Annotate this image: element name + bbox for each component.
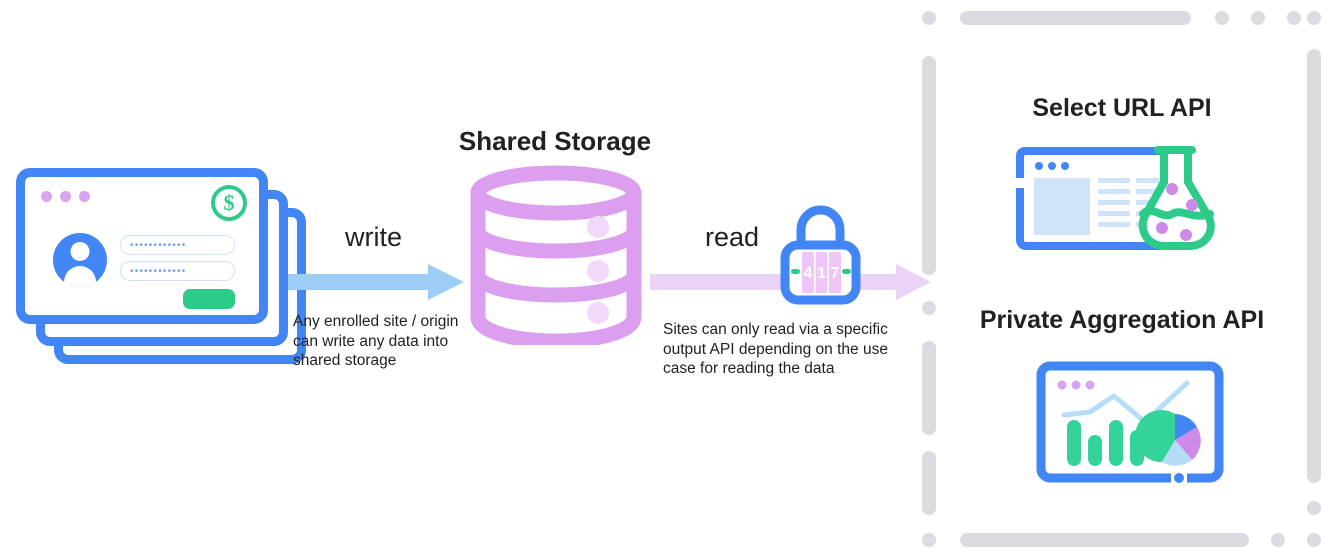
dollar-icon: $ — [211, 185, 247, 221]
dollar-glyph: $ — [223, 190, 235, 215]
output-apis-panel: Select URL API — [922, 8, 1322, 548]
browser-window-front: $ •••••••••••• •••••••••••• — [16, 168, 268, 324]
lock-digit-2: 1 — [817, 265, 826, 282]
lock-icon: 4 1 7 — [778, 200, 863, 305]
avatar-head — [70, 242, 90, 261]
private-aggregation-api-title: Private Aggregation API — [979, 306, 1265, 334]
avatar-body — [64, 266, 96, 287]
shared-storage-title: Shared Storage — [458, 126, 652, 156]
window-dot-icon — [41, 191, 52, 202]
lock-digit-3: 7 — [831, 265, 840, 282]
read-caption: Sites can only read via a specific outpu… — [663, 321, 888, 377]
username-field[interactable]: •••••••••••• — [120, 235, 235, 255]
password-field[interactable]: •••••••••••• — [120, 261, 235, 281]
read-label: read — [705, 222, 760, 252]
window-notch — [7, 230, 16, 246]
lock-digit-1: 4 — [804, 265, 813, 282]
browser-window-stack: $ •••••••••••• •••••••••••• — [7, 168, 306, 368]
write-arrow-icon — [288, 264, 464, 300]
browser-flask-icon — [1010, 142, 1225, 262]
window-dot-icon — [79, 191, 90, 202]
submit-button[interactable] — [183, 289, 235, 309]
window-dot-icon — [60, 191, 71, 202]
select-url-api-title: Select URL API — [1032, 94, 1212, 122]
browser-chart-icon — [1035, 360, 1225, 490]
write-caption: Any enrolled site / origin can write any… — [293, 313, 459, 369]
shared-storage-cylinder-icon — [470, 165, 642, 345]
avatar — [53, 233, 107, 287]
write-label: write — [345, 222, 403, 252]
window-dots — [41, 191, 90, 202]
